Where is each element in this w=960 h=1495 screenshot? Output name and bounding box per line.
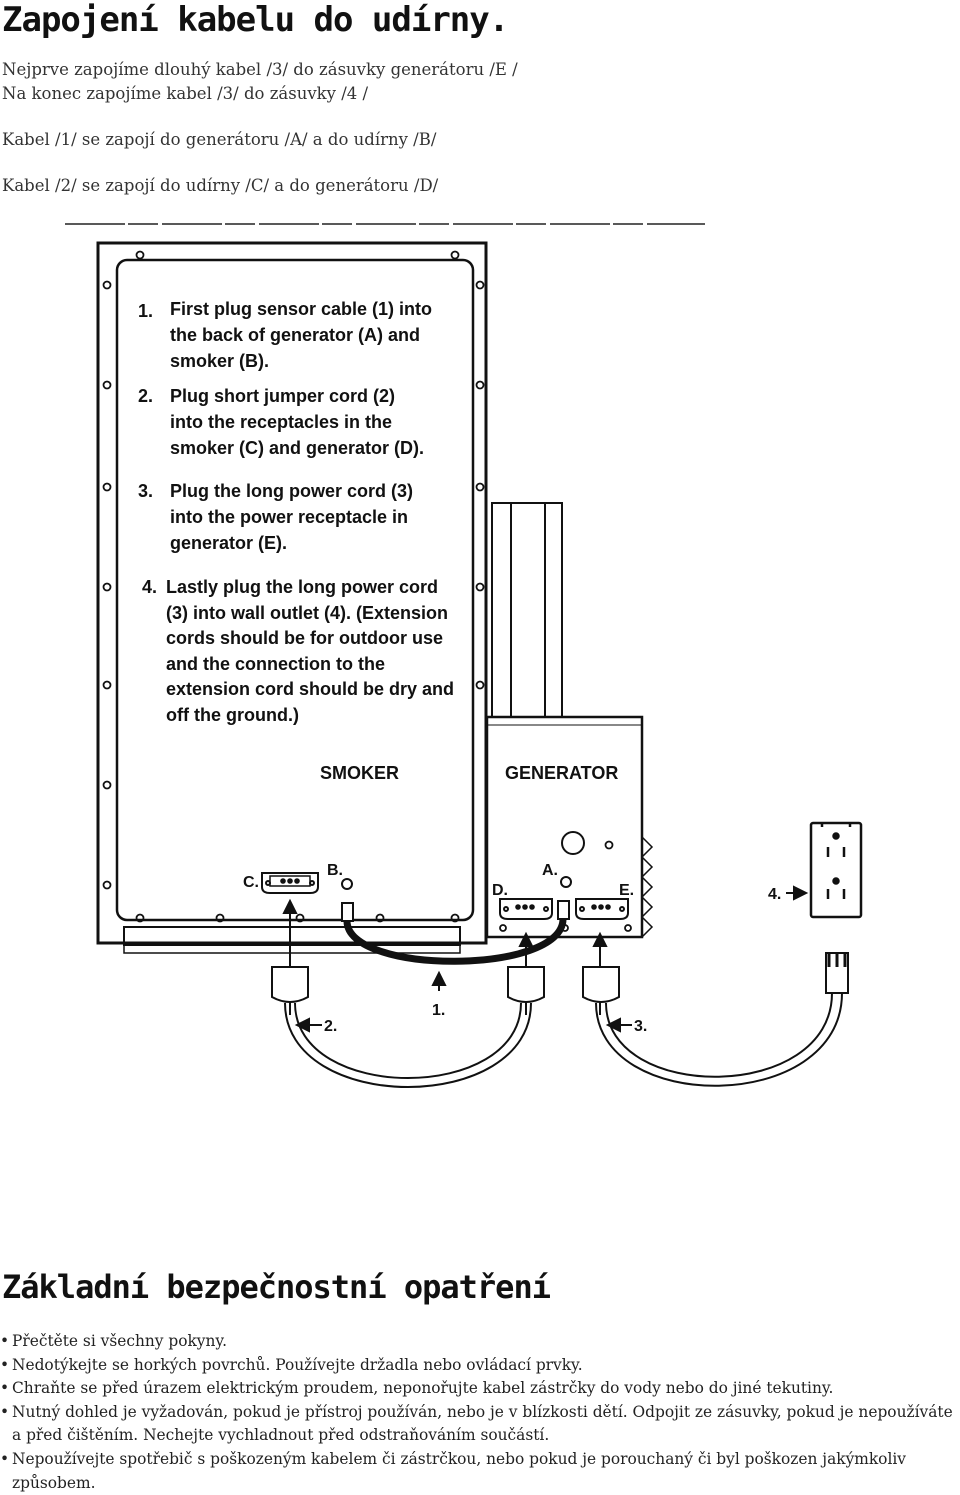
instruction-4-line-2: (3) into wall outlet (4). (Extension (166, 603, 448, 623)
generator-receptacle-d (499, 898, 553, 920)
instruction-2-number: 2. (138, 386, 153, 406)
label-e: E. (619, 882, 634, 899)
wiring-diagram: 1. First plug sensor cable (1) into the … (65, 223, 863, 1088)
generator-label: GENERATOR (505, 763, 618, 783)
label-outlet: 4. (768, 886, 781, 903)
smoker-sensor-b (341, 878, 353, 890)
label-cord3: 3. (634, 1018, 647, 1035)
generator-dial (561, 831, 585, 855)
instruction-1-line-3: smoker (B). (170, 351, 269, 371)
instruction-1-line-2: the back of generator (A) and (170, 325, 420, 345)
smoker-label: SMOKER (320, 763, 399, 783)
list-item: Nedotýkejte se horkých povrchů. Používej… (0, 1354, 958, 1378)
list-item: Chraňte se před úrazem elektrickým proud… (0, 1377, 958, 1401)
sensor-cable-1 (341, 900, 570, 965)
generator-unit (485, 715, 654, 939)
instruction-4-line-1: Lastly plug the long power cord (166, 577, 438, 597)
instruction-3-line-2: into the power receptacle in (170, 507, 408, 527)
instruction-3-line-1: Plug the long power cord (3) (170, 481, 413, 501)
list-item: Přečtěte si všechny pokyny. (0, 1330, 958, 1354)
label-d: D. (492, 882, 508, 899)
instruction-4-number: 4. (142, 577, 157, 597)
label-a: A. (542, 862, 558, 879)
instruction-1-number: 1. (138, 301, 153, 321)
instruction-2-line-1: Plug short jumper cord (2) (170, 386, 395, 406)
intro-line-1: Nejprve zapojíme dlouhý kabel /3/ do zás… (2, 60, 518, 79)
instruction-3-number: 3. (138, 481, 153, 501)
instruction-4-line-5: extension cord should be dry and (166, 679, 454, 699)
generator-screw (604, 840, 614, 850)
safety-title: Základní bezpečnostní opatření (2, 1268, 551, 1306)
page-title: Zapojení kabelu do udírny. (2, 0, 509, 40)
instruction-2-line-3: smoker (C) and generator (D). (170, 438, 424, 458)
instruction-4-line-6: off the ground.) (166, 705, 299, 725)
generator-receptacle-e (575, 898, 629, 920)
label-cord1: 1. (432, 1002, 445, 1019)
smoker-outer-frame (96, 241, 488, 945)
generator-port-a (560, 876, 572, 888)
smoker-inner-frame (115, 258, 475, 922)
label-c: C. (243, 874, 259, 891)
list-item: Nepoužívejte spotřebič s poškozeným kabe… (0, 1448, 958, 1495)
power-cord-3 (582, 952, 849, 1087)
smoker-bolts (102, 250, 485, 923)
generator-chimney (491, 502, 563, 718)
generator-box (485, 715, 644, 939)
safety-list: Přečtěte si všechny pokyny. Nedotýkejte … (0, 1330, 958, 1495)
wall-outlet-4 (809, 821, 863, 919)
intro-line-4: Kabel /2/ se zapojí do udírny /C/ a do g… (2, 176, 439, 195)
instructions: 1. First plug sensor cable (1) into the … (138, 299, 454, 725)
instruction-4-line-3: cords should be for outdoor use (166, 628, 443, 648)
intro-line-2: Na konec zapojíme kabel /3/ do zásuvky /… (2, 84, 369, 103)
jumper-cord-2 (271, 966, 545, 1088)
instruction-1-line-1: First plug sensor cable (1) into (170, 299, 432, 319)
instruction-2-line-2: into the receptacles in the (170, 412, 392, 432)
list-item: Nutný dohled je vyžadován, pokud je přís… (0, 1401, 958, 1448)
pointer-arrows (282, 885, 809, 1033)
label-b: B. (327, 862, 343, 879)
smoker-receptacle-c (261, 872, 319, 894)
smoker-unit (96, 241, 488, 954)
label-cord2: 2. (324, 1018, 337, 1035)
instruction-3-line-3: generator (E). (170, 533, 287, 553)
instruction-4-line-4: and the connection to the (166, 654, 385, 674)
intro-line-3: Kabel /1/ se zapojí do generátoru /A/ a … (2, 130, 437, 149)
